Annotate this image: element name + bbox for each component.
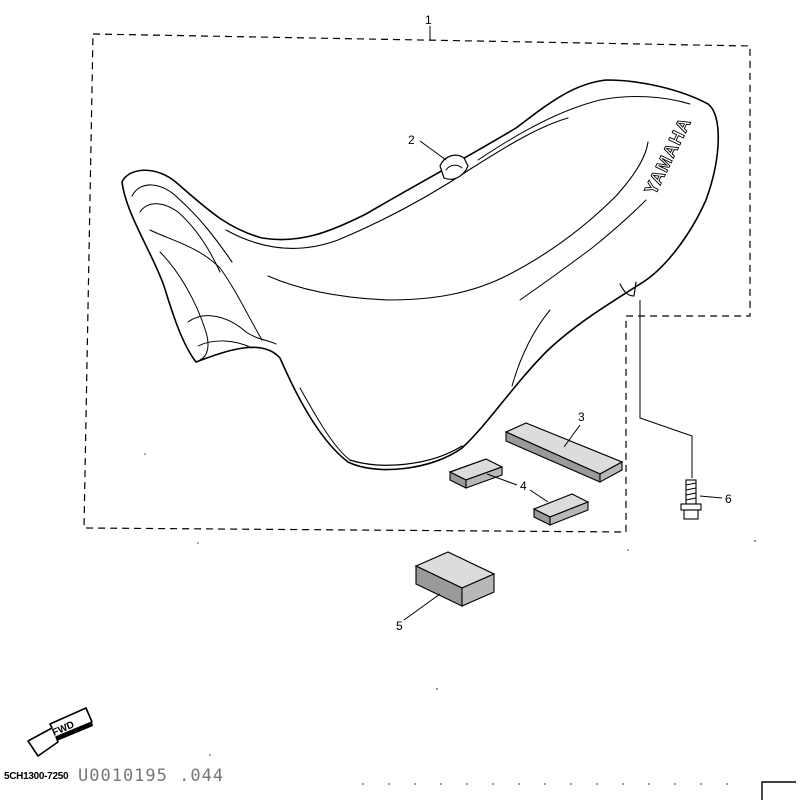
callout-1: 1 <box>425 13 432 27</box>
fwd-arrow-icon: FWD <box>27 707 93 757</box>
pad-small-lower <box>532 493 590 526</box>
corner-mark <box>761 781 796 800</box>
leader-2 <box>419 140 447 161</box>
callout-2: 2 <box>408 133 415 147</box>
seat <box>121 79 720 471</box>
bolt-guideline <box>639 300 693 478</box>
leader-4a <box>486 473 518 486</box>
callout-4: 4 <box>520 479 527 493</box>
pad-small-upper <box>448 458 504 489</box>
part-code: 5CH1300-7250 <box>4 771 69 782</box>
serial-number: U0010195 .044 <box>78 766 225 786</box>
strap-bracket <box>439 154 469 180</box>
callout-6: 6 <box>725 492 732 506</box>
pad-long <box>504 422 624 483</box>
scan-specks <box>144 453 756 756</box>
leader-6 <box>699 495 723 499</box>
leader-4b <box>529 489 549 503</box>
pad-block <box>414 551 496 607</box>
bolt <box>680 479 702 520</box>
seat-outline <box>121 79 720 471</box>
callout-3: 3 <box>578 410 585 424</box>
leader-3 <box>563 424 581 448</box>
callout-5: 5 <box>396 619 403 633</box>
leader-5 <box>403 593 441 621</box>
